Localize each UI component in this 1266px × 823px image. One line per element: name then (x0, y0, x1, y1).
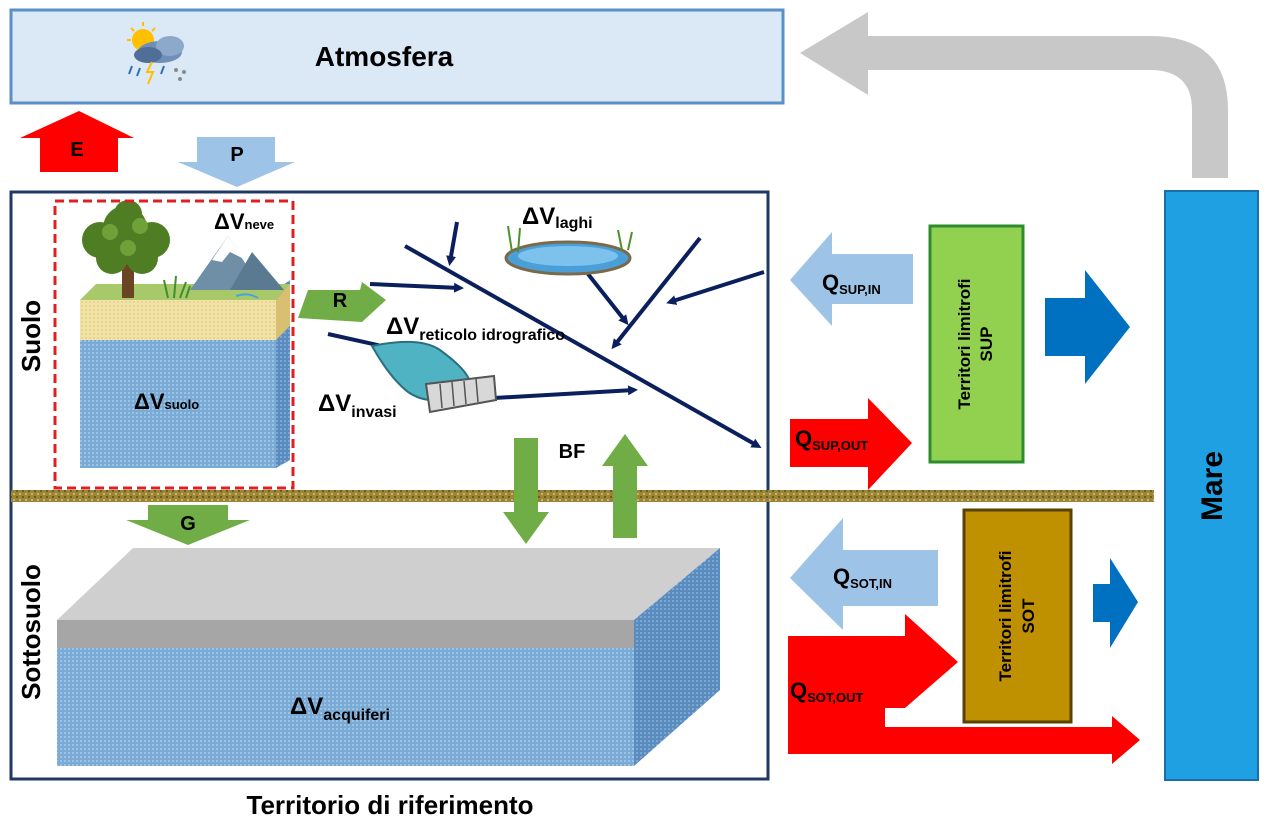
precipitation-label: P (230, 144, 243, 166)
subsoil-layer-label: Sottosuolo (16, 564, 46, 700)
q-sot-in-arrow: QSOT,IN (790, 518, 938, 630)
aquifers-storage-label: ΔVacquiferi (290, 693, 390, 724)
lake-icon (504, 225, 633, 276)
infiltration-label: G (180, 513, 196, 535)
q-sot-out-arrow: QSOT,OUT (788, 614, 1140, 764)
network-storage-label: ΔVreticolo idrografico (386, 313, 565, 344)
precipitation-arrow: P (178, 137, 295, 187)
evaporation-arrow: E (20, 111, 134, 172)
subsurface-to-sea-arrow (1093, 558, 1138, 648)
river-network (327, 221, 765, 448)
surface-neighbors-box: Territori limitrofi SUP (928, 224, 1025, 464)
snow-storage-label: ΔVneve (214, 209, 274, 234)
q-sup-in-label: QSUP,IN (822, 270, 881, 297)
sea-label: Mare (1196, 451, 1229, 521)
surface-neighbors-line2: SUP (977, 327, 996, 362)
sea-box: Mare (1164, 190, 1259, 781)
territory-box (9, 190, 770, 781)
soil-boundary-band (11, 490, 1154, 502)
baseflow-arrows: BF (503, 434, 648, 544)
evaporation-label: E (70, 139, 83, 161)
lakes-storage-label: ΔVlaghi (522, 203, 593, 232)
runoff-arrow: R (298, 282, 386, 322)
soil-storage-frame (53, 199, 295, 490)
q-sot-in-label: QSOT,IN (833, 564, 892, 591)
weather-icon (127, 22, 186, 85)
return-arrow (800, 12, 1228, 178)
runoff-label: R (333, 290, 348, 312)
aquifer-block (57, 548, 720, 766)
baseflow-label: BF (559, 441, 586, 463)
subsurface-neighbors-box: Territori limitrofi SOT (962, 508, 1073, 724)
reservoir-icon (370, 340, 498, 414)
subsurface-neighbors-line1: Territori limitrofi (996, 551, 1015, 682)
q-sup-out-label: QSUP,OUT (795, 426, 868, 453)
q-sot-out-label: QSOT,OUT (790, 678, 864, 705)
soil-block (80, 200, 290, 468)
q-sup-out-arrow: QSUP,OUT (790, 398, 912, 490)
territory-caption: Territorio di riferimento (247, 790, 534, 820)
reservoirs-storage-label: ΔVinvasi (318, 390, 397, 421)
soil-storage-label: ΔVsuolo (134, 389, 199, 414)
atmosphere-box: Atmosfera (9, 8, 785, 105)
soil-layer-label: Suolo (16, 300, 46, 372)
surface-neighbors-line1: Territori limitrofi (955, 279, 974, 410)
atmosphere-label: Atmosfera (315, 41, 454, 72)
surface-to-sea-arrow (1045, 270, 1130, 384)
subsurface-neighbors-line2: SOT (1019, 598, 1038, 634)
infiltration-arrow: G (126, 505, 250, 545)
q-sup-in-arrow: QSUP,IN (790, 232, 913, 326)
